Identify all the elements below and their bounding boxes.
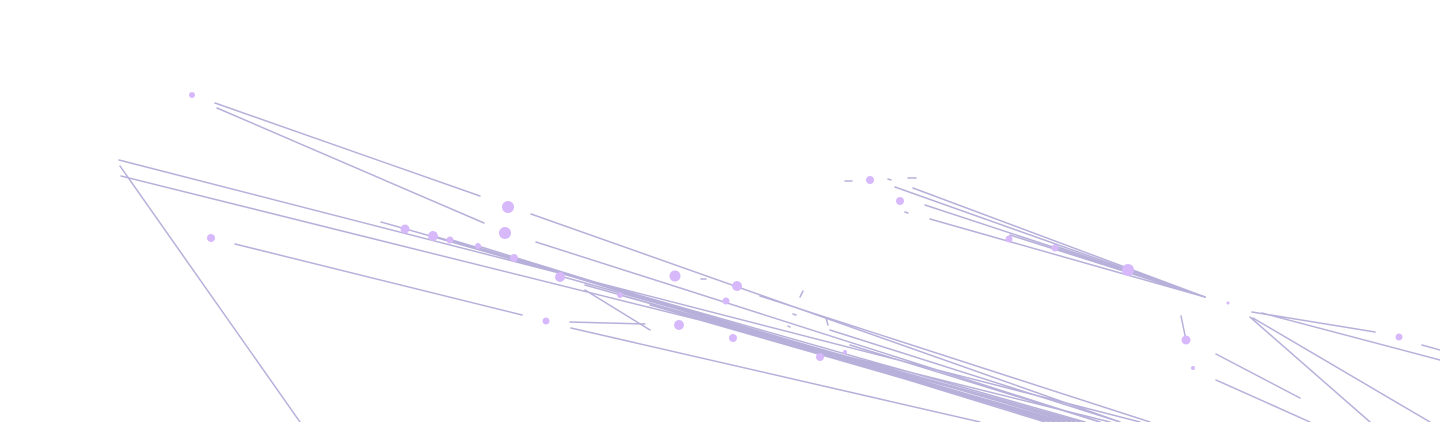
graph-edge [1261,312,1440,361]
graph-edge [216,107,485,224]
graph-node [502,201,514,213]
graph-node [843,350,847,354]
graph-edge [118,159,1141,422]
graph-node [475,243,481,249]
graph-edge [759,295,1151,422]
graph-edge [569,321,646,325]
graph-node [189,92,195,98]
graph-node [816,353,824,361]
graph-edge [799,290,804,298]
graph-edge [912,187,1206,298]
graph-edge [904,211,909,214]
graph-edge [1421,344,1440,351]
graph-edge [1252,317,1431,422]
graph-edge [849,344,1101,422]
graph-edge [1249,316,1371,422]
graph-edge [619,294,1066,422]
graph-edge [120,175,1111,422]
graph-edge [535,241,1101,422]
graph-node [722,297,730,305]
graph-node [1005,235,1013,243]
graph-node [1122,264,1134,276]
graph-edge [825,317,829,326]
graph-node [428,231,438,241]
graph-node [510,254,518,262]
graph-node [446,236,454,244]
graph-node [400,224,410,234]
graph-edge [559,275,1081,422]
graph-edge [1215,353,1301,399]
graph-edge [829,329,1121,422]
graph-node [207,234,215,242]
graph-edge [792,313,797,316]
graph-node [1395,333,1403,341]
graph-edge [570,327,981,422]
graph-edge [929,218,1206,298]
graph-edge [234,243,523,316]
graph-node [1051,244,1059,252]
graph-nodes [189,92,1403,370]
graph-edge [887,178,892,181]
graph-edge [584,289,651,331]
graph-node [732,281,742,291]
graph-node [866,176,874,184]
graph-edge [1215,379,1311,422]
graph-node [1226,301,1230,305]
graph-node [896,197,904,205]
graph-node [499,227,511,239]
graph-node [674,320,684,330]
graph-node [542,317,550,325]
graph-node [555,272,565,282]
graph-edge [214,102,481,197]
graph-edge [119,165,301,422]
graph-node [729,334,737,342]
graph-edges [118,102,1440,422]
graph-node [1181,335,1191,345]
graph-edge [787,325,791,328]
graph-node [1191,366,1195,370]
graph-node [617,292,623,298]
graph-node [669,270,681,282]
graph-edge [699,319,1056,422]
